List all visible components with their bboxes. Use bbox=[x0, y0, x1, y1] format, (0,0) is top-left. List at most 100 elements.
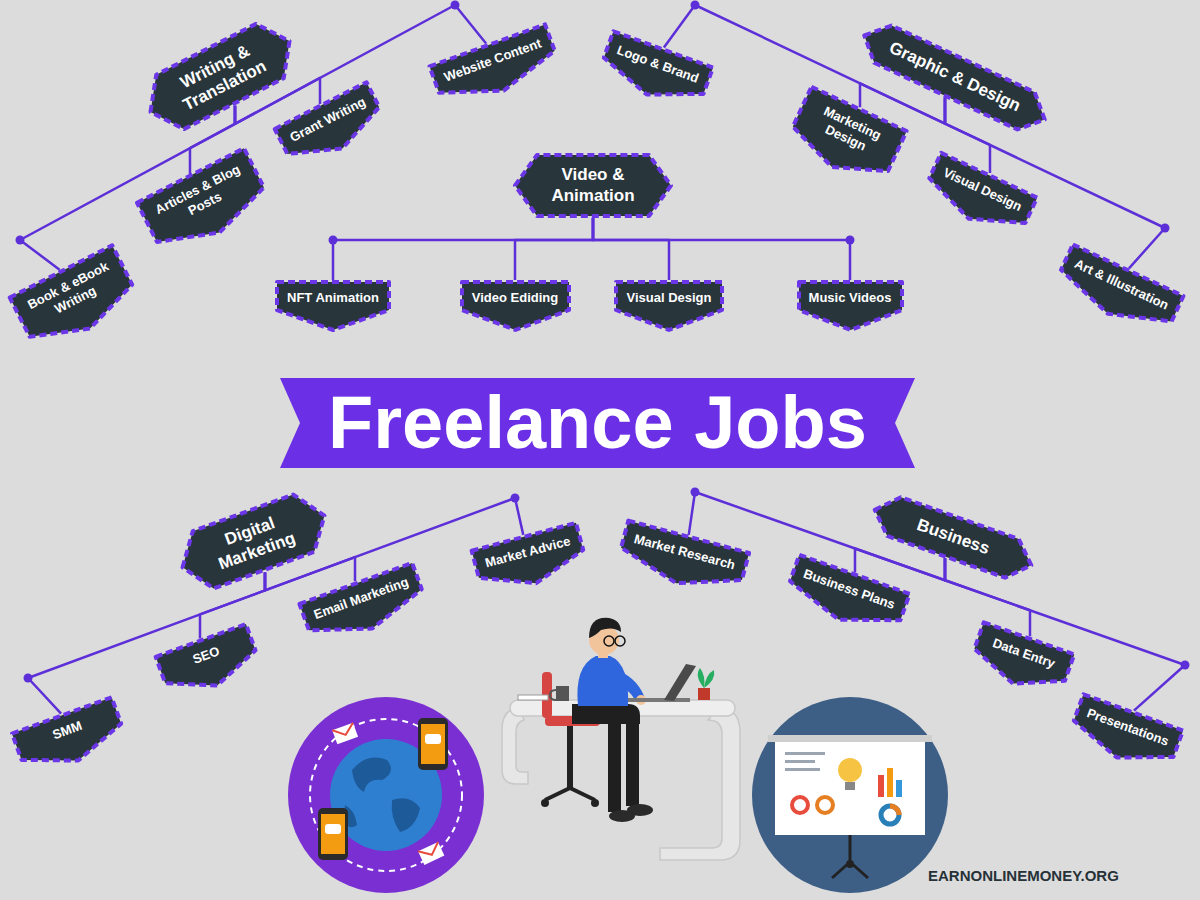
hexagon-outline bbox=[867, 490, 1037, 584]
job-box: Marketing Design bbox=[782, 84, 910, 192]
branch-line bbox=[593, 218, 850, 280]
pennant-outline bbox=[277, 282, 389, 330]
pennant-outline bbox=[921, 152, 1037, 240]
mug bbox=[556, 686, 569, 701]
ring-chart bbox=[792, 797, 808, 813]
job-label: Music Videos bbox=[809, 290, 892, 306]
category-box: Writing & Translation bbox=[134, 12, 306, 143]
job-label: Visual Design bbox=[626, 290, 711, 306]
job-label: Video Ediding bbox=[472, 290, 558, 306]
bar bbox=[887, 768, 893, 797]
laptop-base bbox=[628, 698, 690, 702]
job-box: Email Marketing bbox=[297, 560, 431, 651]
pennant-outline bbox=[799, 282, 902, 330]
lightbulb bbox=[838, 758, 862, 782]
ring-chart bbox=[817, 797, 833, 813]
pennant-outline bbox=[12, 697, 128, 778]
pennant-shape bbox=[614, 280, 724, 332]
job-box: SEO bbox=[153, 621, 265, 704]
glasses bbox=[615, 636, 625, 646]
job-box: Book & eBook Writing bbox=[7, 243, 144, 358]
pennant-outline bbox=[1067, 694, 1183, 775]
envelope-flap bbox=[332, 723, 356, 739]
category-box: Video & Animation bbox=[513, 153, 673, 218]
globe-icon bbox=[288, 697, 484, 893]
job-label: NFT Animation bbox=[287, 290, 379, 306]
branch-line bbox=[593, 218, 669, 280]
laptop-screen bbox=[664, 664, 696, 701]
chat-bubble bbox=[425, 734, 441, 744]
phone-body bbox=[418, 718, 448, 770]
job-box: Market Research bbox=[613, 518, 751, 602]
donut-slice bbox=[890, 806, 899, 815]
phone-screen bbox=[321, 814, 345, 854]
watermark: EARNONLINEMONEY.ORG bbox=[928, 867, 1119, 884]
category-label: Video & Animation bbox=[543, 165, 643, 206]
shin bbox=[626, 718, 639, 806]
desk-side bbox=[502, 708, 528, 784]
job-box: Logo & Brand bbox=[594, 29, 715, 115]
plant-leaves bbox=[698, 668, 715, 688]
hair bbox=[589, 618, 621, 638]
lightbulb-base bbox=[845, 782, 855, 790]
job-box: Website Content bbox=[426, 22, 563, 114]
job-box: Market Advice bbox=[469, 520, 591, 599]
branch-line bbox=[945, 558, 1185, 710]
board-hinge bbox=[846, 860, 854, 868]
hexagon-outline bbox=[137, 14, 304, 139]
person-at-desk bbox=[502, 618, 740, 860]
pennant-outline bbox=[616, 282, 722, 330]
job-box: NFT Animation bbox=[275, 280, 391, 332]
bar bbox=[878, 775, 884, 797]
board-stand bbox=[849, 835, 852, 862]
pennant-outline bbox=[785, 87, 907, 189]
pennant-outline bbox=[137, 149, 273, 261]
pennant-shape bbox=[460, 280, 571, 332]
presentation-icon bbox=[752, 697, 948, 893]
chair-wheel bbox=[591, 799, 599, 807]
shoe bbox=[609, 810, 635, 822]
job-box: Music Videos bbox=[797, 280, 904, 332]
job-box: Presentations bbox=[1064, 692, 1185, 778]
icon-disc bbox=[288, 697, 484, 893]
job-box: Video Ediding bbox=[460, 280, 571, 332]
job-box: Visual Design bbox=[614, 280, 724, 332]
board-top-bar bbox=[768, 735, 932, 742]
board bbox=[775, 742, 925, 835]
pennant-outline bbox=[299, 562, 428, 648]
pennant-outline bbox=[275, 82, 389, 172]
orbit-ring bbox=[310, 719, 462, 871]
bar bbox=[896, 780, 902, 797]
pennant-shape bbox=[275, 280, 391, 332]
donut-chart bbox=[881, 806, 899, 824]
category-box: Digital Marketing bbox=[170, 485, 338, 599]
pennant-outline bbox=[783, 555, 909, 639]
branch-line bbox=[28, 572, 265, 713]
phone-screen bbox=[421, 724, 445, 764]
pennant-outline bbox=[156, 624, 263, 702]
pennant-outline bbox=[472, 523, 589, 597]
title-banner bbox=[280, 378, 915, 468]
job-box: Data Entry bbox=[966, 620, 1078, 702]
chair-wheel bbox=[541, 799, 549, 807]
pennant-outline bbox=[597, 31, 713, 112]
junction-dots bbox=[16, 1, 1190, 683]
pennant-outline bbox=[9, 245, 141, 354]
shin bbox=[608, 718, 621, 812]
icon-disc bbox=[752, 697, 948, 893]
glasses bbox=[604, 636, 614, 646]
category-box: Business bbox=[865, 487, 1040, 586]
notebook bbox=[518, 695, 548, 700]
continent bbox=[392, 798, 420, 832]
title-box: Freelance Jobs bbox=[300, 378, 895, 468]
pennant-outline bbox=[968, 622, 1075, 699]
pennant-shape bbox=[153, 621, 265, 704]
continent bbox=[352, 758, 391, 792]
branch-line bbox=[515, 218, 593, 280]
title: Freelance Jobs bbox=[328, 386, 867, 460]
pennant-outline bbox=[615, 521, 748, 600]
pennant-shape bbox=[797, 280, 904, 332]
envelope bbox=[418, 842, 444, 865]
text-bar bbox=[785, 760, 815, 763]
